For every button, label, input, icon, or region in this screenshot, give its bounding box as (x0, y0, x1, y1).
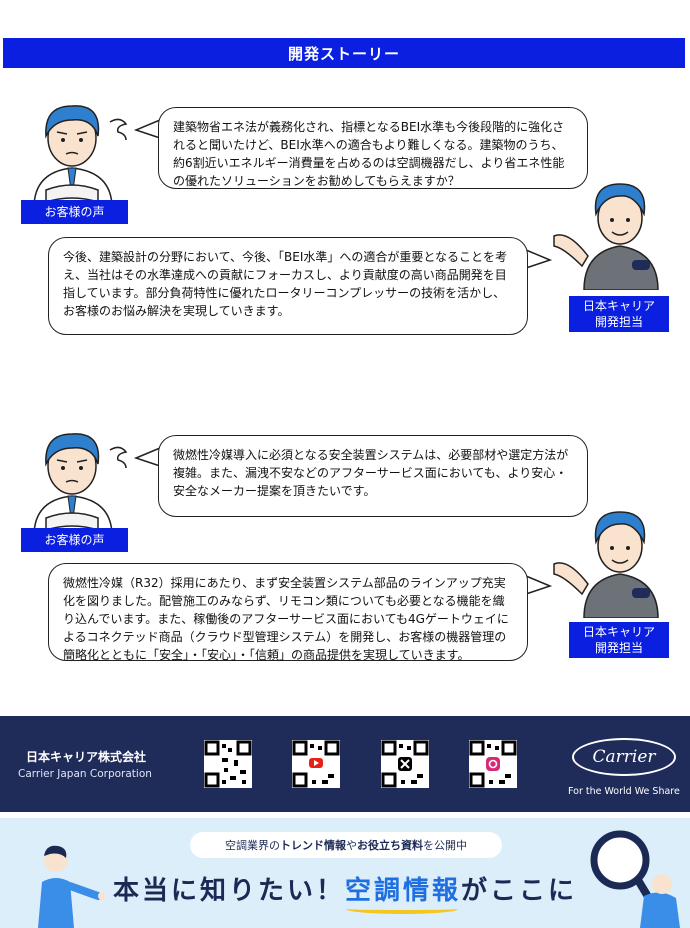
staff-speech-bubble: 今後、建築設計の分野において、今後、「BEI水準」への適合が重要となることを考え… (48, 237, 528, 335)
qr-code-web-icon[interactable] (204, 740, 252, 788)
magnifier-icon (590, 830, 680, 928)
qr-code-youtube-icon[interactable] (292, 740, 340, 788)
qr-code-x-icon[interactable] (381, 740, 429, 788)
staff-role-label: 日本キャリア 開発担当 (569, 296, 669, 332)
staff-role-label: 日本キャリア 開発担当 (569, 622, 669, 658)
person-pointing-icon (38, 845, 106, 928)
carrier-logo[interactable]: Carrier (572, 738, 676, 776)
tagline: For the World We Share (568, 786, 680, 797)
staff-avatar-icon (553, 183, 659, 290)
section-title: 開発ストーリー (3, 38, 685, 68)
customer-voice-label: お客様の声 (21, 528, 128, 552)
highlight-underline (346, 904, 458, 914)
headline-highlight: 空調情報 (344, 876, 461, 906)
customer-voice-label: お客様の声 (21, 200, 128, 224)
headline-suffix: がここに (461, 876, 578, 906)
bubble-tail (134, 447, 161, 467)
headline-prefix: 本当に知りたい！ (112, 876, 345, 906)
customer-speech-bubble: 建築物省エネ法が義務化され、指標となるBEI水準も今後段階的に強化されると聞いた… (158, 107, 588, 189)
banner-subtitle-text: や (346, 839, 357, 852)
qr-code-instagram-icon[interactable] (469, 740, 517, 788)
banner-subtitle-bold: お役立ち資料 (357, 839, 423, 852)
banner-subtitle-text: 空調業界の (225, 839, 280, 852)
customer-speech-bubble: 微燃性冷媒導入に必須となる安全装置システムは、必要部材や選定方法が複雑。また、漏… (158, 435, 588, 517)
staff-avatar-icon (553, 511, 659, 618)
customer-avatar-icon (33, 433, 128, 536)
staff-speech-bubble: 微燃性冷媒（R32）採用にあたり、まず安全装置システム部品のラインアップ充実化を… (48, 563, 528, 662)
banner-subtitle-bold: トレンド情報 (280, 839, 346, 852)
company-name-en: Carrier Japan Corporation (18, 768, 152, 780)
banner-headline: 本当に知りたい！空調情報がここに (110, 870, 580, 907)
promo-banner[interactable]: 空調業界のトレンド情報やお役立ち資料を公開中 本当に知りたい！空調情報がここに (0, 818, 690, 928)
bubble-tail (525, 575, 552, 595)
footer: 日本キャリア株式会社 Carrier Japan Corporation Car… (0, 716, 690, 812)
company-name-ja: 日本キャリア株式会社 (26, 750, 147, 764)
customer-avatar-icon (33, 105, 128, 208)
bubble-tail (525, 249, 552, 269)
bubble-tail (134, 119, 161, 139)
banner-subtitle: 空調業界のトレンド情報やお役立ち資料を公開中 (190, 832, 502, 858)
banner-subtitle-text: を公開中 (423, 839, 467, 852)
